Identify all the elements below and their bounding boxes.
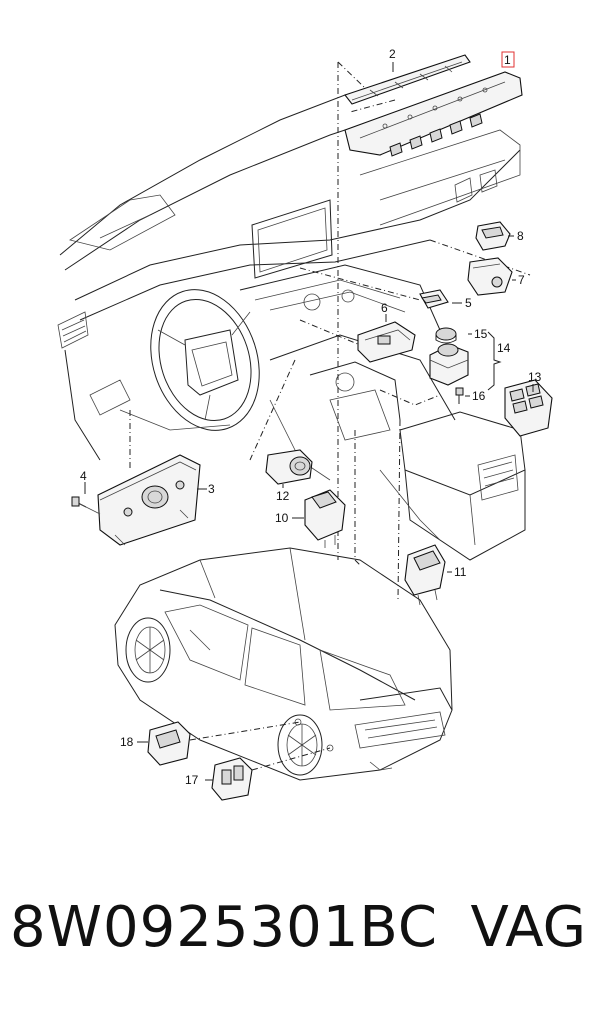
part-3-light-switch[interactable] xyxy=(97,454,201,546)
part-14-rotary-control[interactable] xyxy=(429,343,469,386)
callout-18: 18 xyxy=(120,735,134,749)
part-17-switch[interactable] xyxy=(211,757,253,801)
callout-14: 14 xyxy=(497,341,511,355)
part-6-control-unit[interactable] xyxy=(357,321,416,363)
callout-1: 1 xyxy=(504,53,511,67)
part-8-switch[interactable] xyxy=(475,221,511,251)
callout-3: 3 xyxy=(208,482,215,496)
leader-18 xyxy=(189,721,301,741)
part-11-switch[interactable] xyxy=(404,544,446,606)
brand-name: VAG xyxy=(470,895,586,960)
callout-10: 10 xyxy=(275,511,289,525)
part-4-screw[interactable] xyxy=(71,496,101,515)
bracket-14 xyxy=(487,331,502,391)
part-12-start-button[interactable] xyxy=(265,449,313,485)
part-7-switch[interactable] xyxy=(467,257,513,296)
part-1-switch-panel[interactable] xyxy=(344,71,523,157)
part-16-screw[interactable] xyxy=(455,387,464,404)
callout-5: 5 xyxy=(465,296,472,310)
leader-lines xyxy=(129,61,531,601)
part-2-switch-cover[interactable] xyxy=(344,54,471,105)
callout-1-highlight xyxy=(501,51,515,68)
dashboard-outline xyxy=(57,91,526,561)
callout-ticks xyxy=(84,62,534,781)
callout-11: 11 xyxy=(454,565,467,579)
callout-6: 6 xyxy=(381,301,388,315)
callout-17: 17 xyxy=(185,773,199,787)
footer: 8W0925301BC VAG xyxy=(0,895,600,985)
callout-7: 7 xyxy=(518,273,525,287)
callout-15: 15 xyxy=(474,327,488,341)
part-number: 8W0925301BC xyxy=(10,895,438,960)
callout-13: 13 xyxy=(528,370,542,384)
callout-2: 2 xyxy=(389,47,396,61)
part-10-switch-housing[interactable] xyxy=(304,489,346,548)
callout-8: 8 xyxy=(517,229,524,243)
callout-4: 4 xyxy=(80,469,87,483)
callout-16: 16 xyxy=(472,389,486,403)
part-15-knob[interactable] xyxy=(435,327,457,344)
part-5-switch[interactable] xyxy=(419,289,449,309)
leader-17 xyxy=(251,747,331,771)
parts-diagram: 1 2 3 4 5 6 7 8 10 11 12 13 14 15 16 17 … xyxy=(57,47,553,801)
part-13-window-switch[interactable] xyxy=(504,379,553,437)
callout-12: 12 xyxy=(276,489,290,503)
car-outline xyxy=(114,547,453,781)
part-18-switch[interactable] xyxy=(147,721,191,766)
